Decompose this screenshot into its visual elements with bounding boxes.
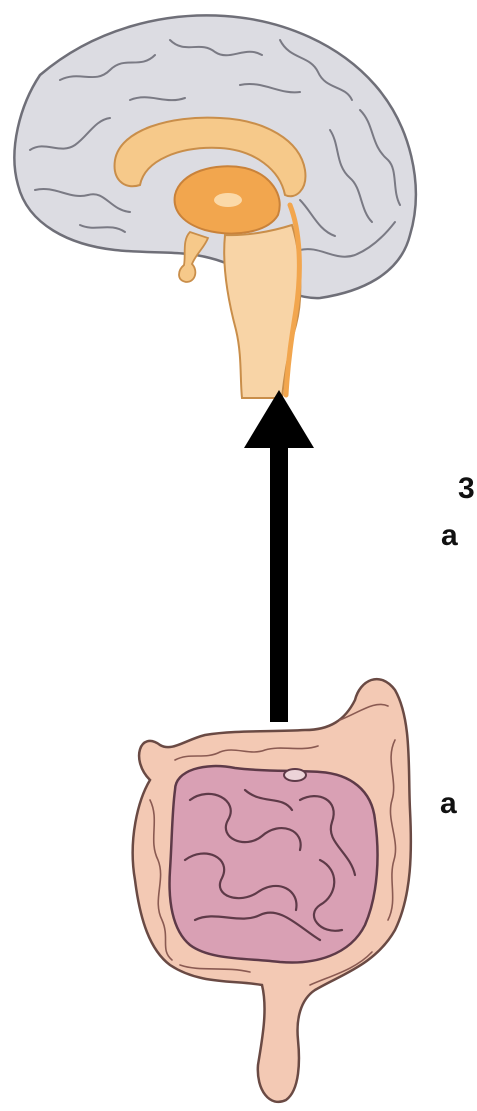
ventricle-highlight [214, 193, 242, 207]
digestive-tract-icon [133, 679, 411, 1102]
label-fragment-bottom: a [440, 787, 457, 821]
arrow-up-icon [244, 390, 314, 722]
brain-sagittal-icon [14, 15, 415, 398]
jejunum-opening [284, 769, 306, 781]
arrow-shaft [270, 440, 288, 722]
label-fragment-top: 3 [458, 472, 475, 506]
label-fragment-middle: a [441, 519, 458, 553]
